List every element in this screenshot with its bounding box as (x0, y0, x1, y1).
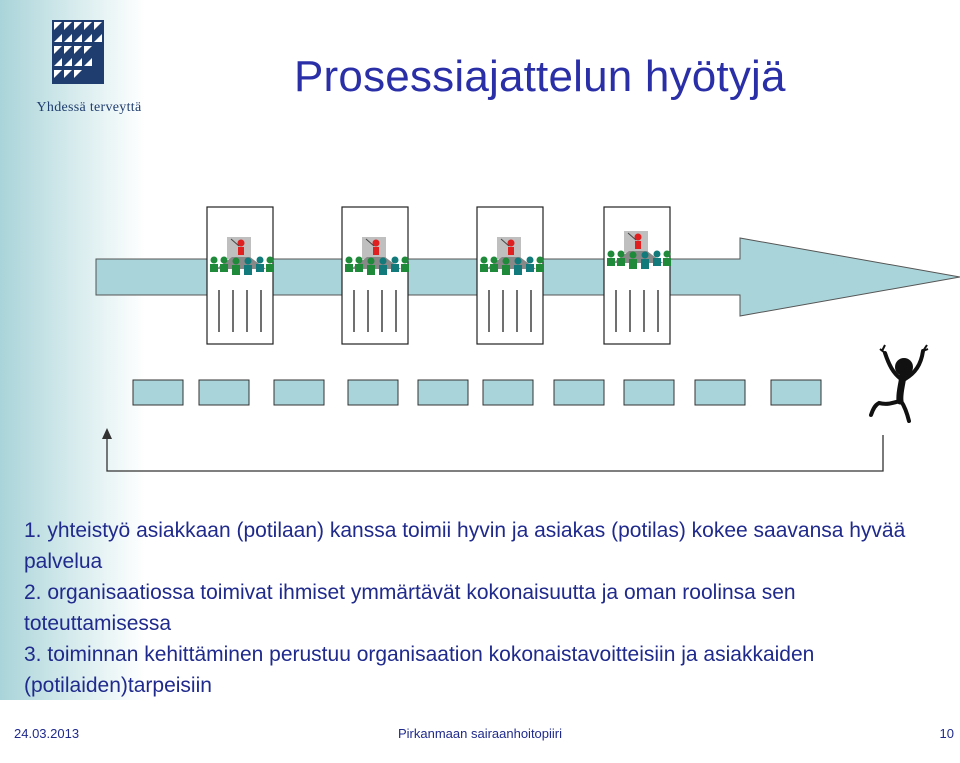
process-step-row (132, 379, 822, 406)
footer-organization: Pirkanmaan sairaanhoitopiiri (397, 726, 563, 741)
meeting-icon (607, 231, 671, 269)
unit-box-1 (206, 206, 274, 345)
feedback-loop (102, 428, 884, 472)
list-item-text: yhteistyö asiakkaan (potilaan) kanssa to… (24, 519, 906, 573)
list-item: 2. organisaatiossa toimivat ihmiset ymmä… (24, 577, 944, 639)
unit-box-4 (603, 206, 671, 345)
list-item: 1. yhteistyö asiakkaan (potilaan) kanssa… (24, 515, 944, 577)
list-item-number: 3. (24, 643, 42, 666)
slide-footer: 24.03.2013 Pirkanmaan sairaanhoitopiiri … (0, 726, 960, 746)
meeting-icon (480, 237, 544, 275)
unit-box-3 (476, 206, 544, 345)
meeting-icon (210, 237, 274, 275)
page-number: 10 (939, 726, 954, 741)
list-item: 3. toiminnan kehittäminen perustuu organ… (24, 639, 944, 701)
benefits-list: 1. yhteistyö asiakkaan (potilaan) kanssa… (24, 515, 944, 701)
logo-grid-icon (52, 20, 104, 84)
meeting-icon (345, 237, 409, 275)
process-diagram (95, 206, 960, 472)
list-item-number: 2. (24, 581, 42, 604)
slide-title: Prosessiajattelun hyötyjä (294, 52, 786, 101)
unit-box-2 (341, 206, 409, 345)
logo-text: Yhdessä terveyttä (36, 100, 142, 115)
side-band (0, 0, 145, 700)
list-item-text: organisaatiossa toimivat ihmiset ymmärtä… (24, 581, 796, 635)
organization-logo: Yhdessä terveyttä (14, 14, 141, 115)
list-item-text: toiminnan kehittäminen perustuu organisa… (24, 643, 815, 697)
footer-date: 24.03.2013 (14, 726, 80, 741)
list-item-number: 1. (24, 519, 42, 542)
happy-customer-icon (869, 344, 929, 423)
